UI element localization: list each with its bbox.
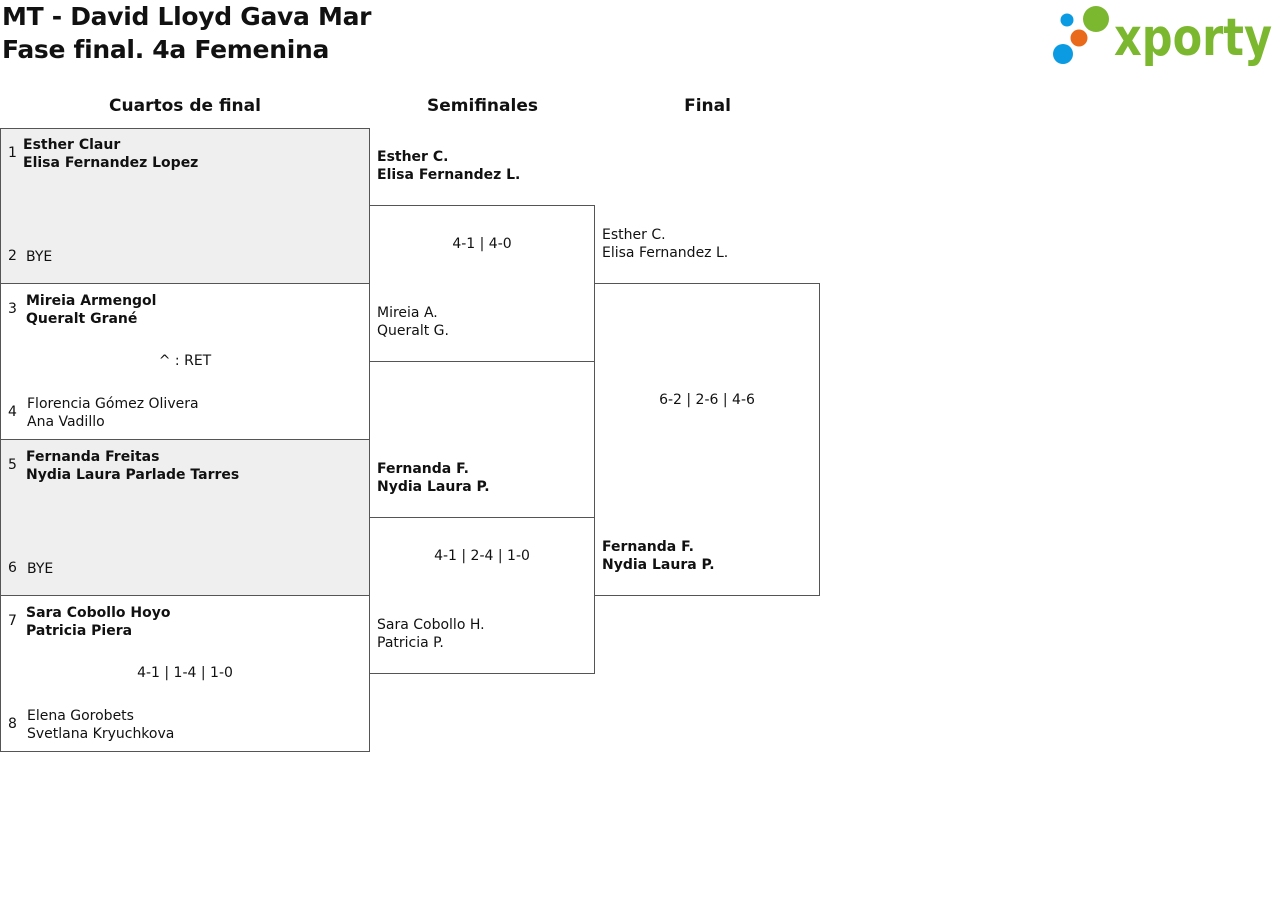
round-header-semifinals: Semifinales	[427, 96, 538, 116]
team-names: Florencia Gómez Olivera Ana Vadillo	[27, 395, 199, 431]
player-name: Fernanda F.	[377, 461, 469, 477]
match-score: 4-1 | 1-4 | 1-0	[137, 665, 233, 681]
team-names: Mireia A. Queralt G.	[377, 304, 449, 340]
team-names: Elena Gorobets Svetlana Kryuchkova	[27, 707, 174, 743]
team-names: Esther C. Elisa Fernandez L.	[602, 226, 728, 262]
match-score: 4-1 | 4-0	[452, 236, 512, 252]
phase-title: Fase final. 4a Femenina	[2, 35, 330, 64]
bye-label: BYE	[27, 561, 54, 577]
player-name: Esther C.	[377, 149, 449, 165]
bye-label: BYE	[26, 249, 53, 265]
player-name: Svetlana Kryuchkova	[27, 726, 175, 742]
seed-number: 5	[8, 457, 17, 473]
player-name: Elisa Fernandez Lopez	[23, 155, 199, 171]
player-name: Ana Vadillo	[27, 414, 105, 430]
player-name: Sara Cobollo H.	[377, 617, 485, 633]
player-name: Fernanda Freitas	[26, 449, 160, 465]
seed-number: 4	[8, 404, 17, 420]
team-names: Mireia Armengol Queralt Grané	[26, 292, 156, 328]
match-score: ^ : RET	[158, 353, 212, 369]
player-name: Mireia A.	[377, 305, 438, 321]
team-names: Sara Cobollo H. Patricia P.	[377, 616, 485, 652]
player-name: Queralt Grané	[26, 311, 138, 327]
player-name: Esther C.	[602, 227, 666, 243]
round-header-final: Final	[684, 96, 731, 116]
seed-number: 3	[8, 301, 17, 317]
team-names: Esther C. Elisa Fernandez L.	[377, 148, 520, 184]
team-names: Fernanda F. Nydia Laura P.	[602, 538, 715, 574]
xporty-logo: xporty	[1053, 6, 1272, 68]
player-name: Mireia Armengol	[26, 293, 157, 309]
player-name: Queralt G.	[377, 323, 449, 339]
seed-number: 2	[8, 248, 17, 264]
player-name: Florencia Gómez Olivera	[27, 396, 199, 412]
player-name: Fernanda F.	[602, 539, 694, 555]
logo-dot-green	[1083, 6, 1109, 32]
final-match	[594, 283, 820, 596]
player-name: Esther Claur	[23, 137, 121, 153]
seed-number: 1	[8, 145, 17, 161]
logo-dot-blue-small	[1060, 13, 1074, 27]
team-names: Sara Cobollo Hoyo Patricia Piera	[26, 604, 170, 640]
player-name: Patricia Piera	[26, 623, 133, 639]
player-name: Nydia Laura Parlade Tarres	[26, 467, 240, 483]
team-names: BYE	[27, 560, 53, 578]
team-names: Fernanda Freitas Nydia Laura Parlade Tar…	[26, 448, 239, 484]
logo-dot-orange	[1070, 29, 1088, 47]
quarterfinal-match-3	[0, 439, 370, 596]
player-name: Sara Cobollo Hoyo	[26, 605, 171, 621]
tournament-title: MT - David Lloyd Gava Mar	[2, 2, 372, 31]
match-score: 4-1 | 2-4 | 1-0	[434, 548, 530, 564]
team-names: Esther Claur Elisa Fernandez Lopez	[23, 136, 198, 172]
quarterfinal-match-1	[0, 128, 370, 284]
match-score: 6-2 | 2-6 | 4-6	[659, 392, 755, 408]
team-names: Fernanda F. Nydia Laura P.	[377, 460, 490, 496]
round-header-quarterfinals: Cuartos de final	[109, 96, 261, 116]
player-name: Elisa Fernandez L.	[377, 167, 521, 183]
logo-wordmark: xporty	[1114, 8, 1272, 68]
player-name: Elena Gorobets	[27, 708, 134, 724]
seed-number: 6	[8, 560, 17, 576]
logo-dot-blue-large	[1053, 44, 1073, 64]
team-names: BYE	[26, 248, 52, 266]
seed-number: 8	[8, 716, 17, 732]
player-name: Nydia Laura P.	[377, 479, 490, 495]
player-name: Nydia Laura P.	[602, 557, 715, 573]
player-name: Elisa Fernandez L.	[602, 245, 729, 261]
seed-number: 7	[8, 613, 17, 629]
player-name: Patricia P.	[377, 635, 444, 651]
